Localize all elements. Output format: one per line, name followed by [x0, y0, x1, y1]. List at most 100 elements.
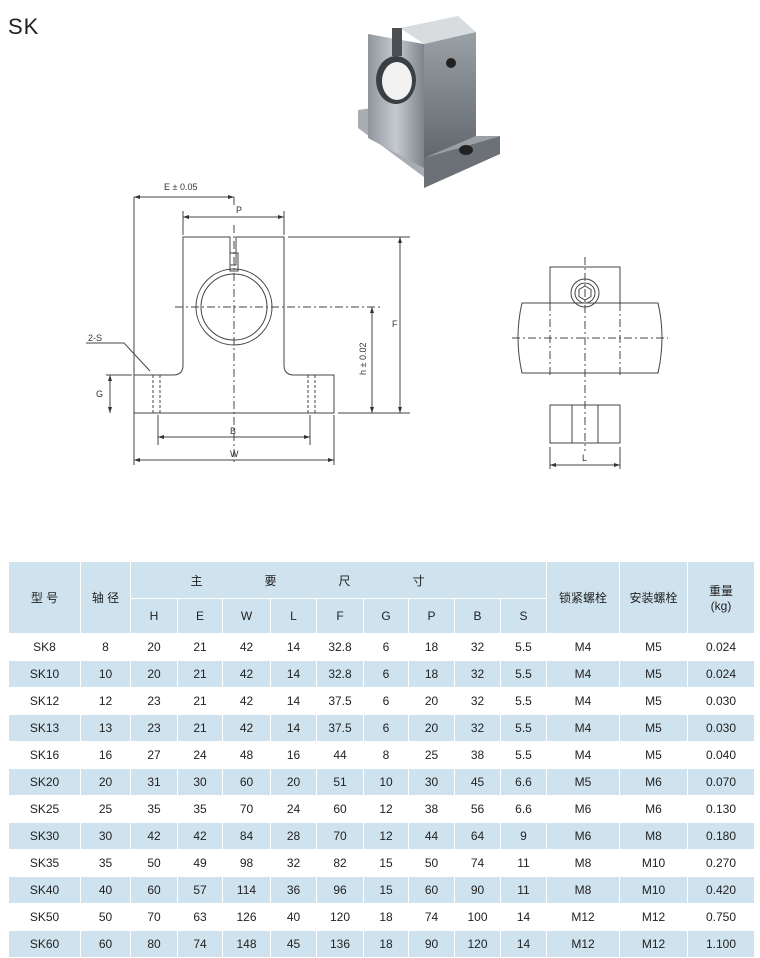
subheader-p: P: [408, 598, 455, 634]
table-cell: 11: [499, 876, 548, 904]
table-cell: 32: [454, 660, 501, 688]
table-cell: 48: [222, 741, 271, 769]
table-cell: 0.750: [687, 903, 756, 931]
side-view-drawing: L: [512, 257, 668, 469]
subheader-g: G: [363, 598, 409, 634]
table-cell: 9: [499, 822, 548, 850]
table-cell: SK60: [8, 930, 81, 958]
table-cell: 24: [177, 741, 223, 769]
dim-label-s: 2-S: [88, 333, 102, 343]
table-cell: 6.6: [499, 768, 548, 796]
table-cell: SK50: [8, 903, 81, 931]
table-cell: 90: [408, 930, 455, 958]
table-cell: 30: [408, 768, 455, 796]
table-cell: 16: [270, 741, 317, 769]
table-cell: 20: [270, 768, 317, 796]
table-cell: 30: [80, 822, 131, 850]
table-cell: 12: [363, 822, 409, 850]
table-cell: 45: [454, 768, 501, 796]
table-cell: 32: [454, 714, 501, 742]
table-cell: 24: [270, 795, 317, 823]
header-weight-label: 重量: [709, 584, 734, 598]
header-mount-bolt: 安装螺栓: [619, 561, 689, 634]
header-model: 型 号: [8, 561, 81, 634]
table-cell: SK40: [8, 876, 81, 904]
table-cell: M10: [619, 849, 689, 877]
table-cell: 28: [270, 822, 317, 850]
table-cell: 32.8: [316, 660, 364, 688]
table-cell: 14: [270, 714, 317, 742]
dim-label-p: P: [236, 205, 242, 215]
table-cell: 74: [177, 930, 223, 958]
table-cell: 0.270: [687, 849, 756, 877]
table-cell: 6: [363, 714, 409, 742]
table-cell: M6: [619, 795, 689, 823]
table-cell: 45: [270, 930, 317, 958]
table-cell: M5: [546, 768, 621, 796]
table-cell: 11: [499, 849, 548, 877]
dim-label-b: B: [230, 426, 236, 436]
table-cell: 31: [130, 768, 178, 796]
header-weight: 重量 (kg): [687, 561, 756, 634]
table-cell: 18: [363, 903, 409, 931]
table-cell: 0.040: [687, 741, 756, 769]
table-cell: M12: [619, 930, 689, 958]
table-cell: 10: [80, 660, 131, 688]
dim-label-f: F: [392, 319, 398, 329]
table-cell: 70: [316, 822, 364, 850]
table-cell: 32.8: [316, 633, 364, 661]
table-cell: M5: [619, 741, 689, 769]
table-cell: 18: [408, 660, 455, 688]
table-cell: 0.030: [687, 687, 756, 715]
table-cell: 6.6: [499, 795, 548, 823]
table-cell: SK25: [8, 795, 81, 823]
dim-label-e: E ± 0.05: [164, 182, 197, 192]
table-cell: 20: [408, 687, 455, 715]
table-cell: M5: [619, 714, 689, 742]
table-cell: 8: [80, 633, 131, 661]
table-cell: 82: [316, 849, 364, 877]
header-shaft: 轴 径: [80, 561, 131, 634]
table-cell: 60: [408, 876, 455, 904]
table-cell: 16: [80, 741, 131, 769]
table-cell: 15: [363, 876, 409, 904]
table-cell: 0.030: [687, 714, 756, 742]
table-cell: 36: [270, 876, 317, 904]
table-cell: 6: [363, 687, 409, 715]
header-weight-unit: (kg): [710, 599, 732, 613]
subheader-s: S: [499, 598, 548, 634]
table-cell: 35: [177, 795, 223, 823]
table-cell: 120: [454, 930, 501, 958]
table-cell: 50: [80, 903, 131, 931]
table-cell: 56: [454, 795, 501, 823]
table-cell: 42: [130, 822, 178, 850]
table-cell: M4: [546, 741, 621, 769]
table-cell: 18: [408, 633, 455, 661]
table-cell: 42: [222, 714, 271, 742]
table-cell: 14: [270, 660, 317, 688]
table-cell: 32: [454, 633, 501, 661]
table-cell: SK8: [8, 633, 81, 661]
table-cell: 84: [222, 822, 271, 850]
table-cell: 38: [408, 795, 455, 823]
table-cell: 0.070: [687, 768, 756, 796]
table-cell: 21: [177, 660, 223, 688]
table-cell: 38: [454, 741, 501, 769]
table-cell: 21: [177, 687, 223, 715]
table-cell: SK13: [8, 714, 81, 742]
subheader-w: W: [222, 598, 271, 634]
table-cell: 10: [363, 768, 409, 796]
table-cell: M10: [619, 876, 689, 904]
table-cell: 60: [130, 876, 178, 904]
table-cell: 5.5: [499, 741, 548, 769]
table-cell: SK20: [8, 768, 81, 796]
table-cell: 30: [177, 768, 223, 796]
